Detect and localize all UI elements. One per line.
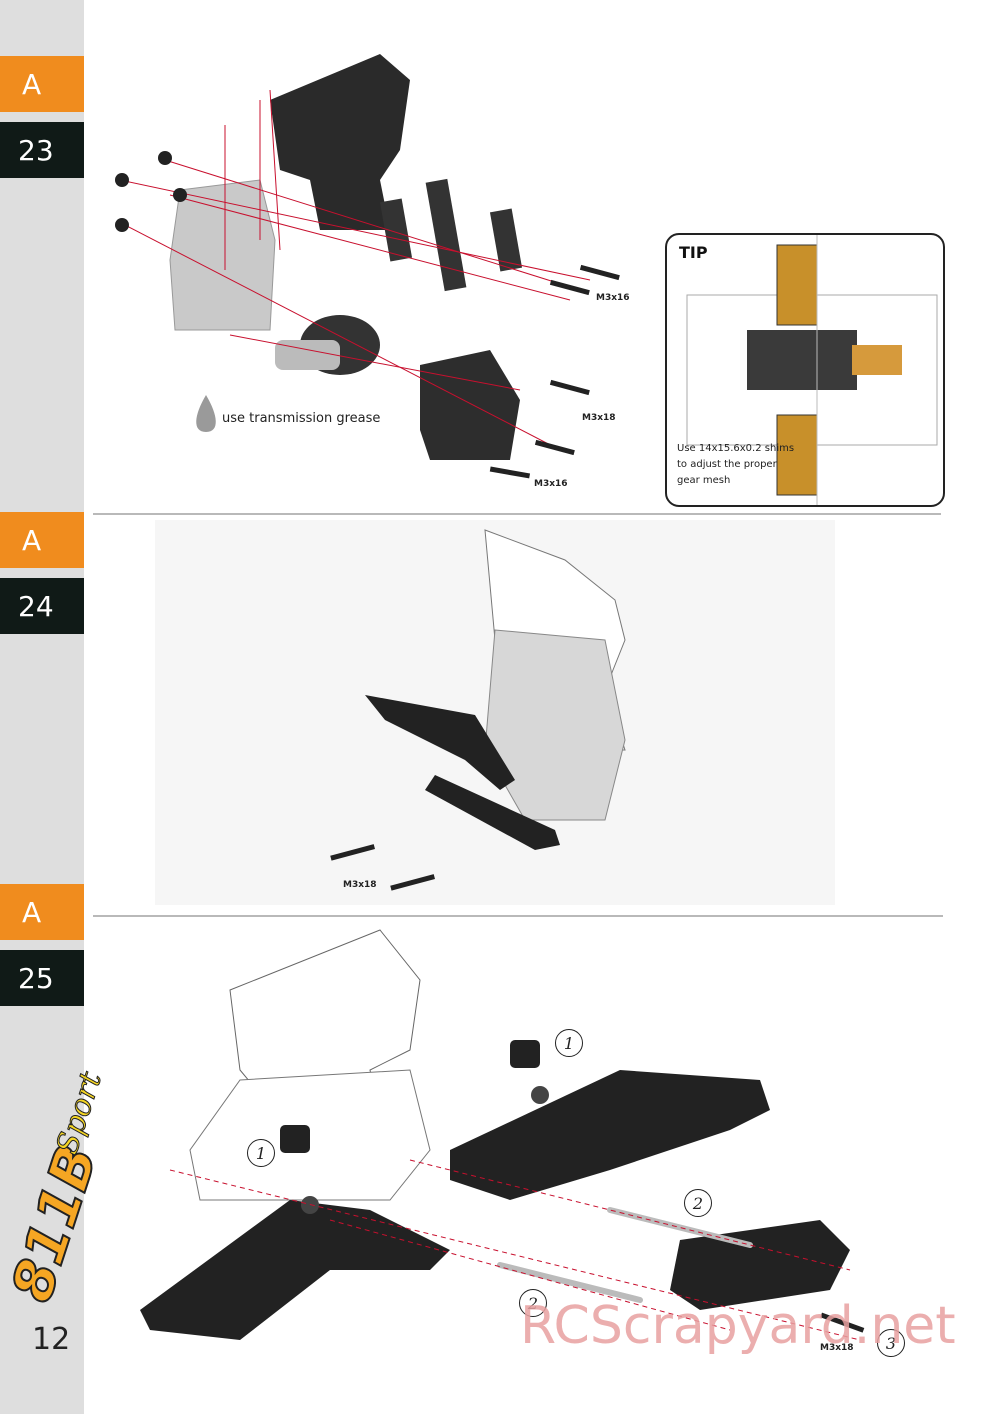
- step-23-diagram: M3x16 M3x18 M3x16: [115, 54, 630, 489]
- spacer-1: [379, 198, 413, 262]
- step-letter-24: A: [0, 512, 84, 568]
- screw-label-m3x16-bottom: M3x16: [534, 479, 568, 489]
- step-24-diagram: M3x18: [155, 520, 835, 905]
- tip-title: TIP: [679, 243, 708, 262]
- grease-note: use transmission grease: [222, 411, 381, 426]
- screw-label-step24: M3x18: [343, 880, 377, 890]
- step-number-23: 23: [0, 122, 84, 178]
- spacer-3: [489, 208, 523, 272]
- grease-drop-icon: [196, 395, 216, 432]
- diff-outdrive: [275, 340, 340, 370]
- gearbox-housing-left: [169, 179, 276, 331]
- step-letter-23: A: [0, 56, 84, 112]
- upper-arm: [450, 1070, 770, 1200]
- gearbox-housing-right: [420, 350, 520, 460]
- guide-lines: [169, 1159, 861, 1341]
- callout-3: 3: [877, 1329, 905, 1357]
- svg-text:Sport: Sport: [50, 1067, 110, 1159]
- callout-1-left: 1: [247, 1139, 275, 1167]
- brand-logo: 811B Sport: [0, 1066, 112, 1310]
- rear-mount: [670, 1220, 850, 1310]
- screw-1: [330, 844, 375, 861]
- screw-2: [390, 874, 435, 891]
- tip-illustration: [686, 235, 938, 505]
- divider-1: [93, 513, 941, 515]
- hinge-pin-lower: [497, 1262, 643, 1303]
- tip-text: Use 14x15.6x0.2 shims to adjust the prop…: [677, 443, 795, 486]
- suspension-mount: [365, 695, 515, 790]
- step-number-25: 25: [0, 950, 84, 1006]
- screw-label-m3x18: M3x18: [582, 413, 616, 423]
- step-letter-25: A: [0, 884, 84, 940]
- screws: [115, 151, 620, 479]
- step-number-24: 24: [0, 578, 84, 634]
- guide-lines: [119, 89, 591, 451]
- sidebar: [0, 0, 84, 1414]
- page-number: 12: [32, 1322, 71, 1357]
- lower-arm: [140, 1200, 450, 1340]
- mount-plate: [425, 775, 560, 850]
- callout-1-upper: 1: [555, 1029, 583, 1057]
- step-25-diagram: M3x18: [140, 929, 865, 1353]
- tip-box: TIP Use 14x15.6x0.2 shims to adjust the …: [665, 233, 945, 507]
- watermark: RCScrapyard.net: [520, 1296, 956, 1356]
- callout-2-upper: 2: [684, 1189, 712, 1217]
- divider-2: [93, 915, 943, 917]
- ball-cup-top: [510, 1040, 540, 1068]
- svg-text:811B: 811B: [0, 1137, 111, 1309]
- callout-2-lower: 2: [519, 1289, 547, 1317]
- ball-cup-left: [280, 1125, 310, 1153]
- screw-label-step25: M3x18: [820, 1343, 854, 1353]
- screw-step25: [820, 1312, 865, 1333]
- ball-stud-top: [531, 1086, 549, 1104]
- screw-label-m3x16-top: M3x16: [596, 293, 630, 303]
- spacer-2: [425, 178, 467, 292]
- shock-tower: [270, 54, 410, 230]
